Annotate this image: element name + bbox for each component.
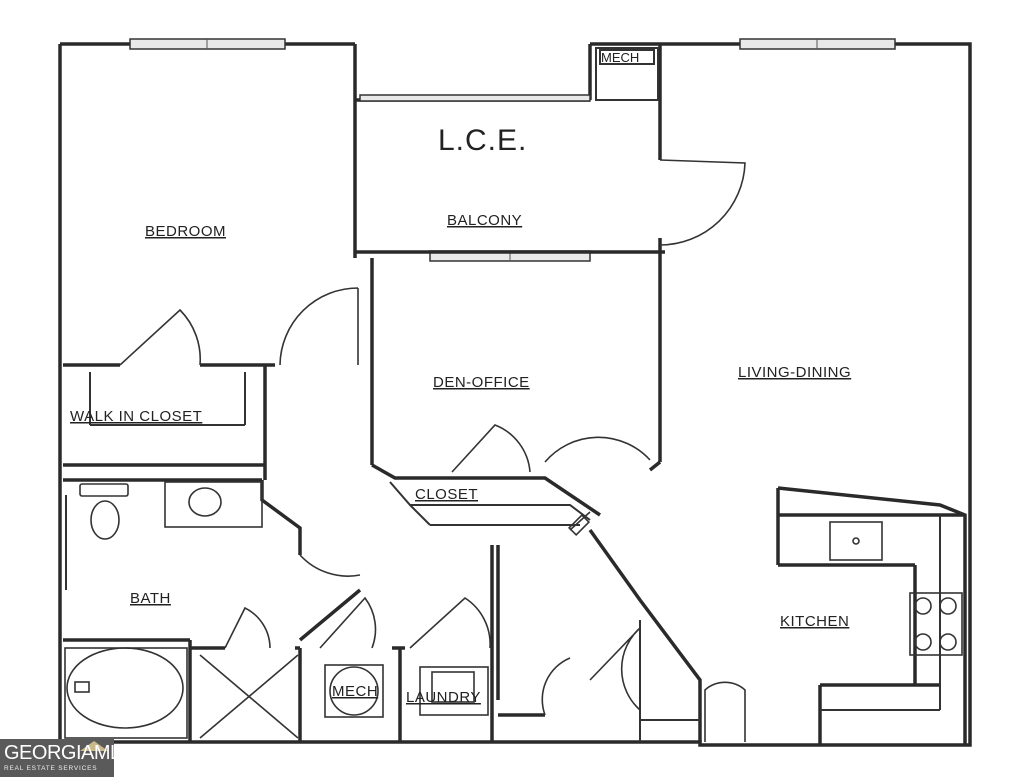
doors <box>119 159 746 742</box>
mech-bottom-label: MECH <box>332 683 378 700</box>
laundry-label: LAUNDRY <box>406 689 481 706</box>
mech-top-label: MECH <box>601 50 639 65</box>
walk-in-closet-label: WALK IN CLOSET <box>70 408 202 425</box>
logo-roof-icon <box>80 741 108 751</box>
lce-label: L.C.E. <box>438 124 527 157</box>
closet-label: CLOSET <box>415 486 478 503</box>
georgia-mls-logo: GEORGIAMLS REAL ESTATE SERVICES <box>0 739 134 777</box>
bedroom-label: BEDROOM <box>145 223 226 240</box>
logo-name: GEORGIAMLS <box>4 742 134 764</box>
bath-label: BATH <box>130 590 171 607</box>
mech-top-room <box>595 47 659 101</box>
room-labels: L.C.E. BALCONY MECH BEDROOM WALK IN CLOS… <box>70 50 851 706</box>
fixtures <box>64 481 963 739</box>
interior-walls <box>63 250 967 745</box>
den-office-label: DEN-OFFICE <box>433 374 530 391</box>
balcony-label: BALCONY <box>447 212 522 229</box>
living-dining-label: LIVING-DINING <box>738 364 851 381</box>
windows <box>129 38 896 262</box>
kitchen-label: KITCHEN <box>780 613 849 630</box>
logo-tagline: REAL ESTATE SERVICES <box>4 765 98 772</box>
